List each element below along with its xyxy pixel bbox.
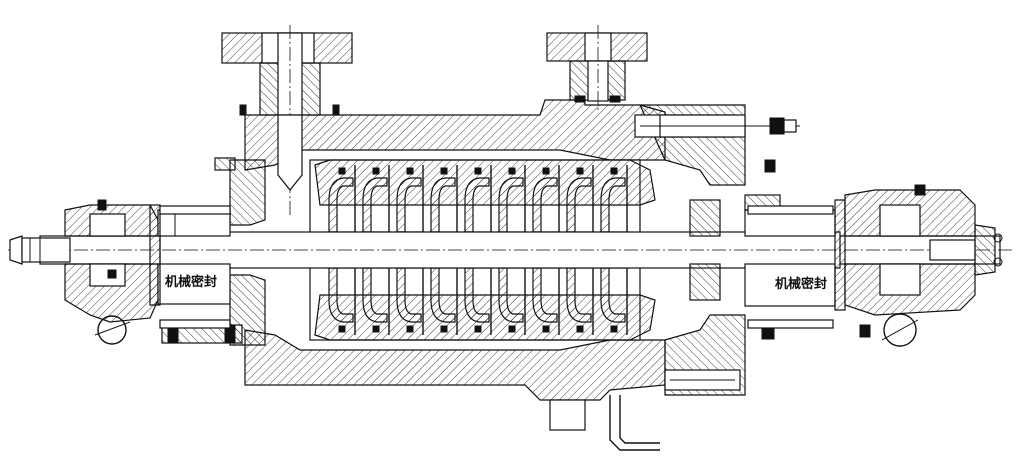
impeller-vane-top: [328, 177, 354, 233]
suction-nozzle: [221, 25, 353, 215]
seal-ring-top: [474, 167, 482, 175]
left-seal-label: 机械密封: [165, 274, 217, 290]
tie-bolts: [159, 205, 834, 329]
right-end-cap: [974, 224, 1003, 276]
seal-ring-top: [338, 167, 346, 175]
impeller-vane-bottom: [600, 267, 626, 323]
balance-device: [549, 114, 800, 451]
seal-ring-bottom: [406, 325, 414, 333]
impeller-vane-bottom: [396, 267, 422, 323]
impeller-vane-top: [396, 177, 422, 233]
impeller-vane-bottom: [498, 267, 524, 323]
seal-ring-top: [406, 167, 414, 175]
impeller-vane-bottom: [430, 267, 456, 323]
seal-ring-bottom: [338, 325, 346, 333]
impeller-vane-bottom: [362, 267, 388, 323]
impeller-vane-bottom: [328, 267, 354, 323]
seal-ring-top: [576, 167, 584, 175]
right-seal-label: 机械密封: [775, 276, 827, 292]
impeller-vane-top: [600, 177, 626, 233]
seal-ring-top: [542, 167, 550, 175]
seal-ring-bottom: [576, 325, 584, 333]
seal-ring-bottom: [542, 325, 550, 333]
seal-ring-bottom: [508, 325, 516, 333]
impeller-vane-top: [362, 177, 388, 233]
seal-ring-bottom: [372, 325, 380, 333]
left-bearing-housing: [64, 199, 159, 345]
impeller-vane-top: [464, 177, 490, 233]
seal-ring-bottom: [474, 325, 482, 333]
seal-ring-top: [610, 167, 618, 175]
seal-ring-top: [508, 167, 516, 175]
discharge-nozzle: [546, 25, 648, 110]
seal-ring-top: [372, 167, 380, 175]
impeller-vane-top: [430, 177, 456, 233]
seal-ring-bottom: [440, 325, 448, 333]
impeller-vane-top: [566, 177, 592, 233]
seal-ring-top: [440, 167, 448, 175]
impeller-vane-bottom: [464, 267, 490, 323]
impeller-vane-bottom: [566, 267, 592, 323]
impeller-vane-top: [532, 177, 558, 233]
left-shaft-end: [9, 235, 71, 265]
impeller-vane-bottom: [532, 267, 558, 323]
seal-ring-bottom: [610, 325, 618, 333]
right-bearing-housing: [844, 184, 976, 347]
impeller-vane-top: [498, 177, 524, 233]
